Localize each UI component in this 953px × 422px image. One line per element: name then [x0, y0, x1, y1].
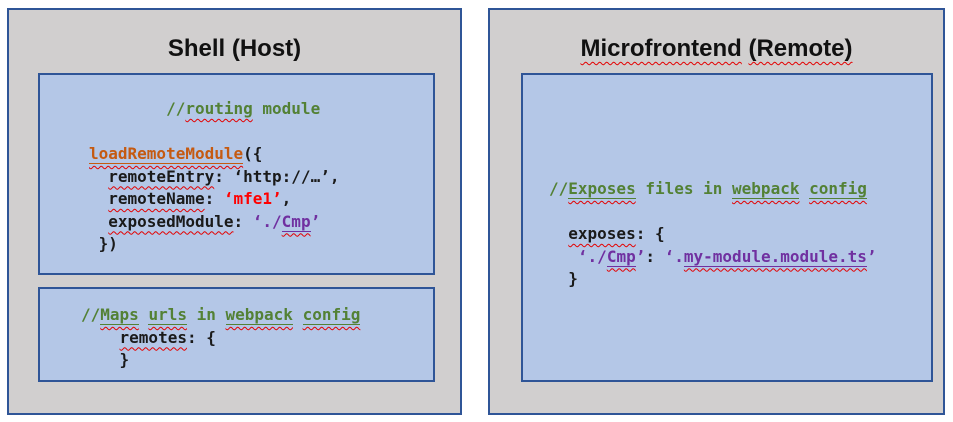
- webpack-remotes-code: //Maps urls in webpack config remotes: {…: [40, 289, 433, 372]
- text-segment: [81, 328, 120, 347]
- text-segment: [293, 305, 303, 324]
- text-segment: [549, 247, 578, 266]
- text-segment: ’: [635, 246, 646, 266]
- code-line: //Maps urls in webpack config: [81, 304, 433, 327]
- text-segment: ‘.: [664, 246, 684, 266]
- text-segment: ’: [310, 211, 321, 231]
- text-segment: : {: [635, 224, 665, 243]
- text-segment: //: [549, 179, 569, 198]
- microfrontend-remote-panel: Microfrontend (Remote) //Exposes files i…: [488, 8, 945, 415]
- text-segment: :: [645, 246, 665, 266]
- webpack-remotes-code-box: //Maps urls in webpack config remotes: {…: [38, 287, 435, 382]
- code-line: remoteName: ‘mfe1’,: [89, 188, 433, 211]
- text-segment: [89, 167, 108, 186]
- text-segment: module: [252, 99, 321, 118]
- text-segment: Microfrontend: [580, 35, 742, 62]
- text-segment: remoteEntry: [108, 166, 215, 186]
- code-line: }: [81, 349, 433, 372]
- code-line: loadRemoteModule({: [89, 143, 433, 166]
- text-segment: Cmp: [606, 246, 636, 267]
- text-segment: }: [81, 350, 130, 369]
- text-segment: my-module.module.ts: [683, 246, 867, 267]
- text-segment: Cmp: [281, 211, 311, 232]
- shell-host-title: Shell (Host): [9, 10, 460, 62]
- text-segment: :: [204, 189, 224, 208]
- text-segment: files in: [635, 179, 733, 198]
- text-segment: ‘./: [252, 211, 282, 231]
- text-segment: Exposes: [568, 179, 636, 199]
- text-segment: [549, 224, 568, 243]
- text-segment: remotes: [119, 327, 187, 347]
- text-segment: ‘./: [577, 246, 607, 266]
- code-line: //Exposes files in webpack config: [549, 178, 931, 201]
- text-segment: : ‘http://…’,: [214, 166, 340, 186]
- code-line: }): [89, 233, 433, 256]
- text-segment: }): [89, 234, 118, 253]
- text-segment: [799, 179, 809, 198]
- text-segment: config: [302, 305, 361, 325]
- text-segment: :: [233, 211, 253, 231]
- code-line: remoteEntry: ‘http://…’,: [89, 166, 433, 189]
- text-segment: webpack: [732, 179, 800, 199]
- code-line: [549, 201, 931, 224]
- code-line: }: [549, 268, 931, 291]
- text-segment: urls: [148, 305, 187, 325]
- text-segment: exposedModule: [108, 211, 234, 231]
- code-line: //routing module: [89, 98, 433, 121]
- text-segment: [89, 212, 108, 231]
- routing-module-code-box: //routing module loadRemoteModule({ remo…: [38, 73, 435, 275]
- text-segment: Maps: [100, 305, 139, 325]
- webpack-exposes-code-box: //Exposes files in webpack config expose…: [521, 73, 933, 382]
- text-segment: : {: [186, 327, 216, 347]
- code-line: exposedModule: ‘./Cmp’: [89, 211, 433, 234]
- text-segment: ({: [243, 144, 263, 163]
- text-segment: remoteName: [108, 189, 205, 208]
- text-segment: ,: [281, 189, 292, 208]
- text-segment: routing: [185, 99, 253, 118]
- code-line: ‘./Cmp’: ‘.my-module.module.ts’: [549, 246, 931, 269]
- webpack-exposes-code: //Exposes files in webpack config expose…: [523, 75, 931, 291]
- text-segment: webpack: [225, 305, 293, 325]
- text-segment: }: [549, 269, 578, 288]
- code-line: remotes: {: [81, 327, 433, 350]
- code-line: exposes: {: [549, 223, 931, 246]
- text-segment: in: [186, 305, 226, 324]
- text-segment: ’: [866, 246, 877, 266]
- load-remote-module-code: //routing module loadRemoteModule({ remo…: [40, 75, 433, 256]
- text-segment: [89, 189, 108, 208]
- text-segment: (Remote): [748, 35, 853, 62]
- text-segment: exposes: [568, 224, 636, 243]
- text-segment: Shell (Host): [167, 35, 302, 62]
- text-segment: loadRemoteModule: [89, 144, 244, 164]
- shell-host-panel: Shell (Host) //routing module loadRemote…: [7, 8, 462, 415]
- code-line: [89, 121, 433, 144]
- text-segment: [139, 305, 149, 324]
- text-segment: //: [89, 99, 186, 118]
- text-segment: ‘mfe1’: [223, 189, 282, 208]
- text-segment: config: [809, 179, 867, 199]
- microfrontend-remote-title: Microfrontend (Remote): [490, 10, 943, 62]
- text-segment: //: [81, 305, 101, 324]
